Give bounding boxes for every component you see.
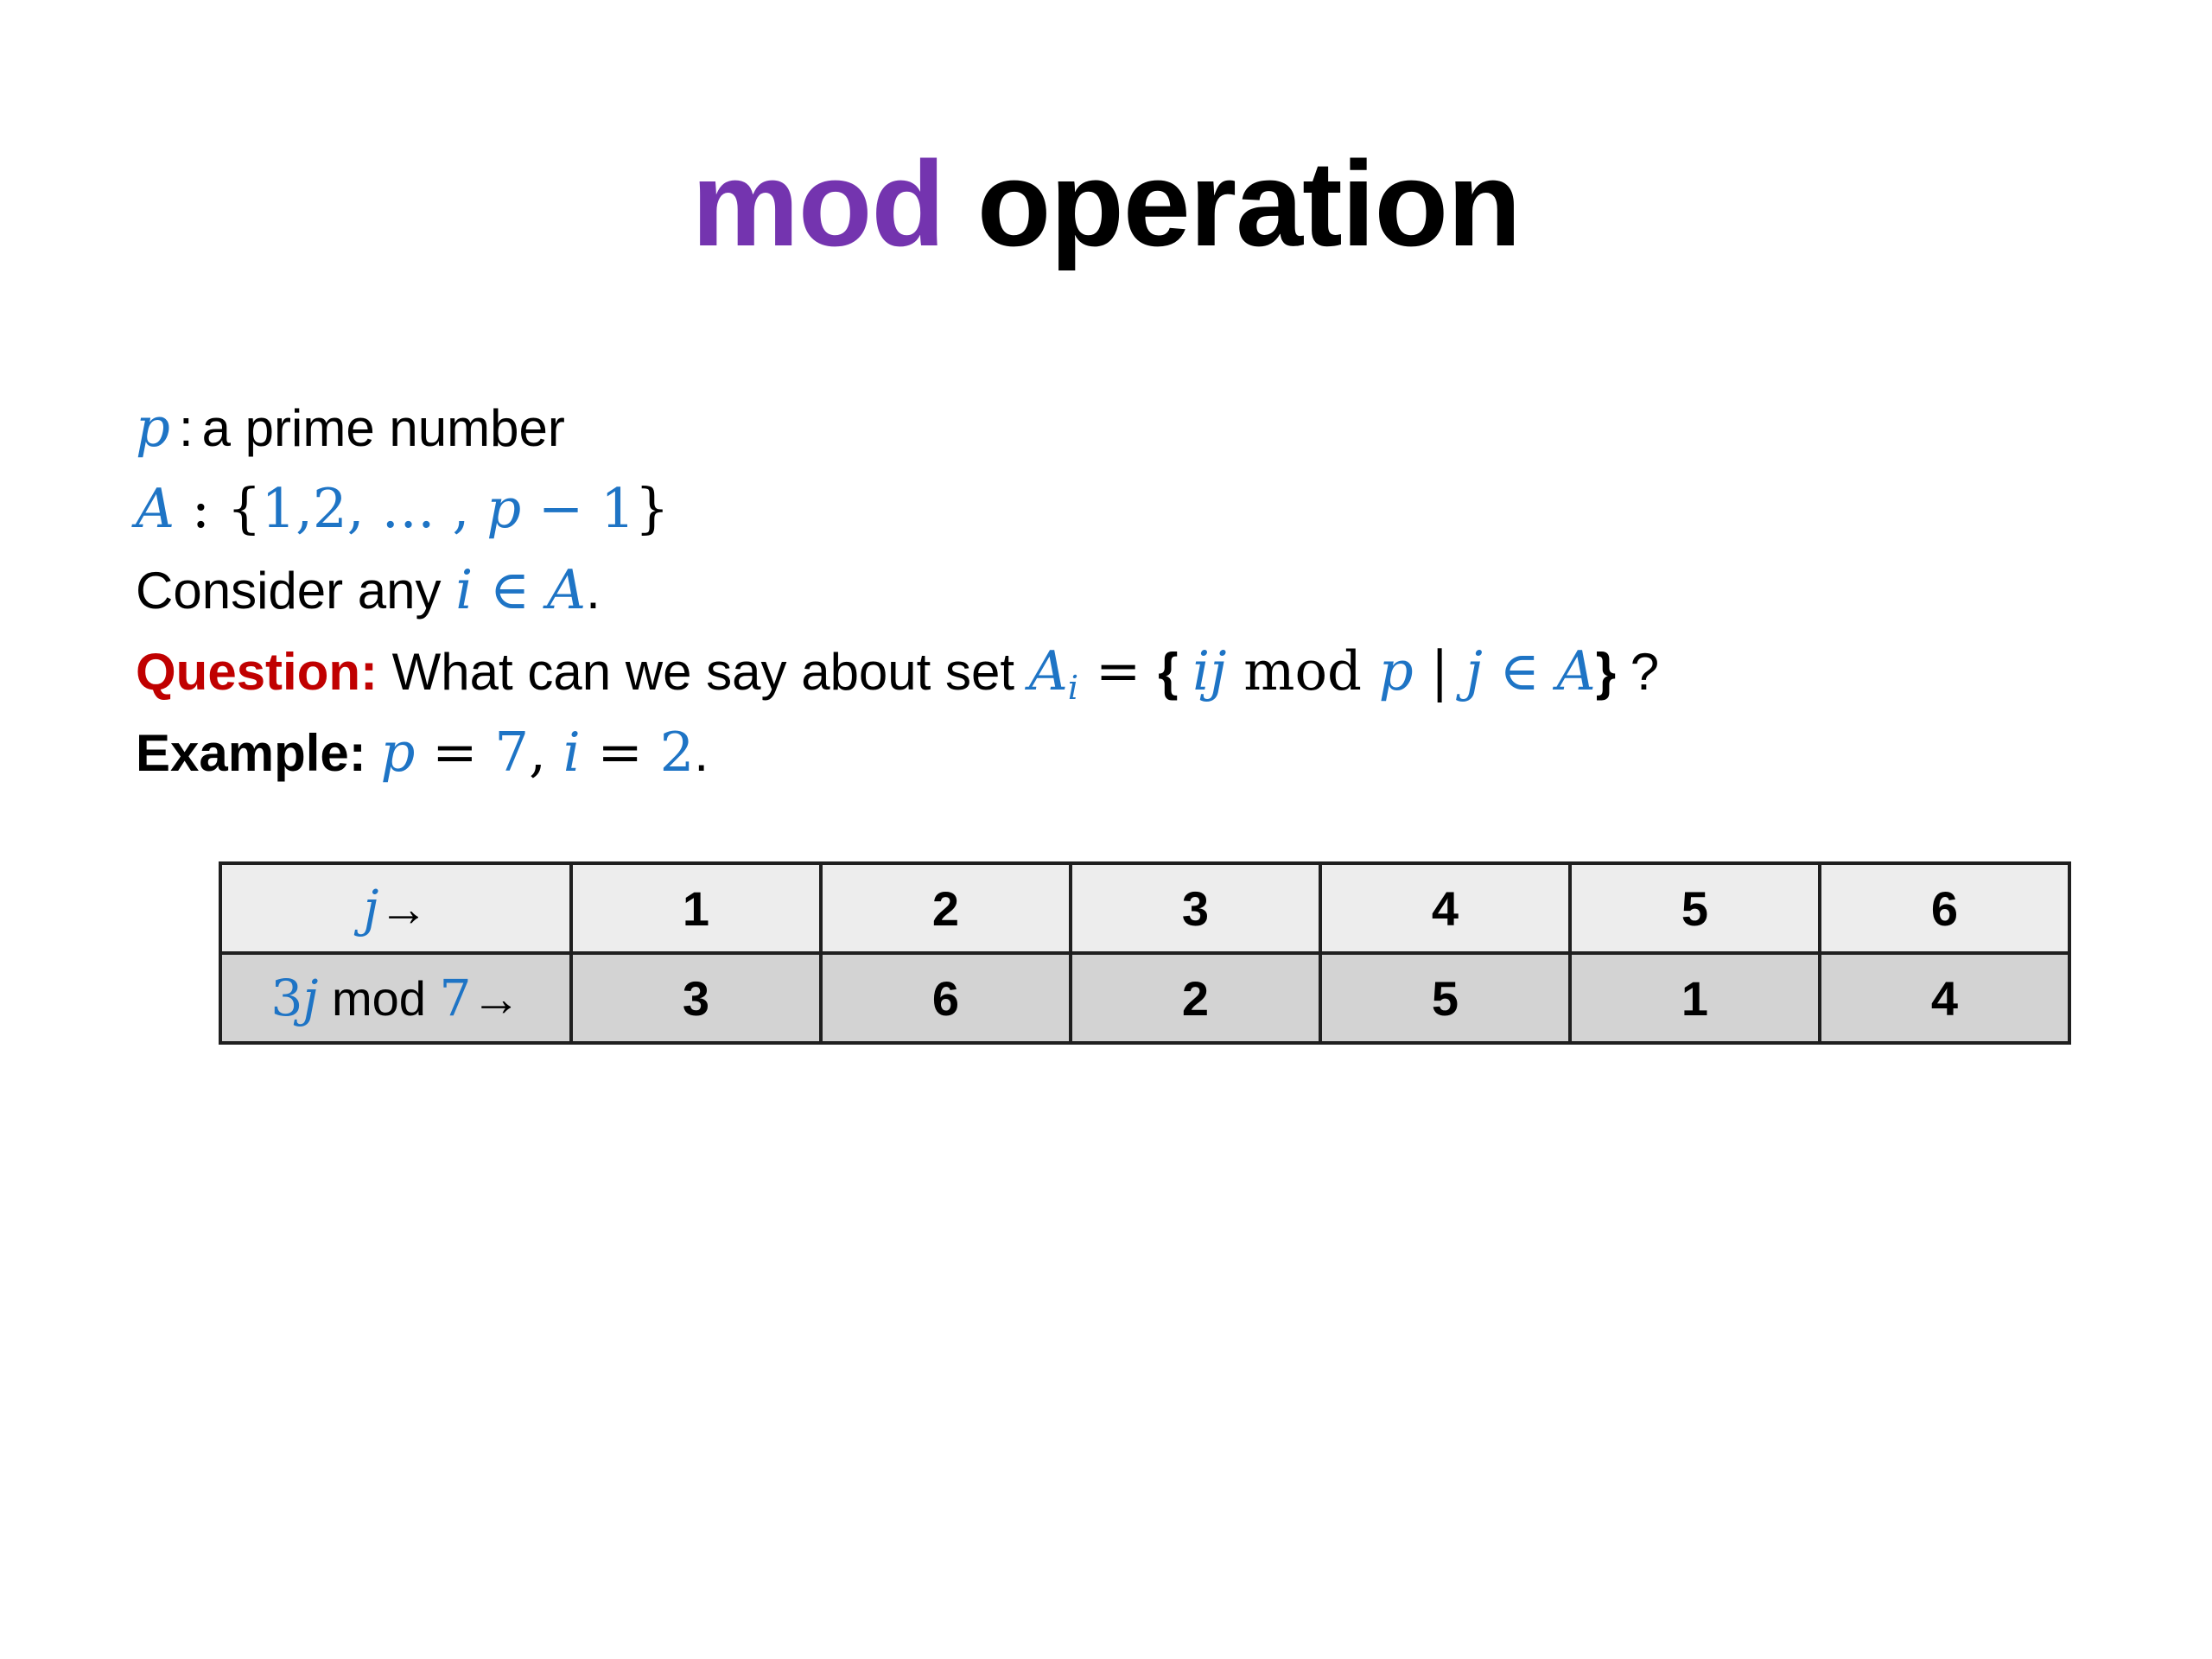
mod-operator: mod — [318, 971, 440, 1026]
header-cell-j5: 5 — [1568, 861, 1821, 955]
colon: : — [175, 477, 227, 540]
math-var-p: p — [486, 477, 522, 540]
line-example: Example: p = 7, i = 2. — [136, 712, 1659, 793]
element-of-symbol: ∈ — [1482, 639, 1557, 702]
math-var-i: i — [563, 721, 581, 784]
open-brace: { — [1158, 643, 1193, 701]
header-cell-j3: 3 — [1069, 861, 1322, 955]
body-text-block: p:a prime number A : {1,2, … , p − 1} Co… — [136, 387, 1659, 793]
prime-def-text: a prime number — [201, 399, 565, 457]
math-var-i: i — [455, 558, 474, 621]
math-var-A: A — [547, 558, 587, 621]
data-cell-2: 6 — [819, 951, 1072, 1045]
math-var-j: j — [302, 969, 319, 1027]
data-cell-1: 3 — [569, 951, 823, 1045]
equals: = — [415, 721, 495, 784]
mod-table: j→ 1 2 3 4 5 6 3j mod 7→ 3 6 2 5 1 4 — [219, 861, 2071, 1045]
header-cell-j4: 4 — [1319, 861, 1572, 955]
title-rest-word: operation — [944, 136, 1522, 271]
equals: = — [1078, 639, 1159, 702]
math-var-Ai-subscript: i — [1067, 668, 1079, 708]
title-accent-word: mod — [691, 136, 945, 271]
value-two: 2 — [659, 721, 695, 784]
close-brace: } — [1595, 643, 1617, 701]
right-arrow-icon: → — [378, 881, 429, 937]
slide-title: mod operation — [0, 128, 2212, 279]
line-prime-def: p:a prime number — [136, 387, 1659, 468]
question-text: What can we say about set — [378, 643, 1029, 701]
minus-one: − 1 — [521, 477, 635, 540]
colon: : — [178, 399, 194, 457]
right-arrow-icon: → — [471, 971, 521, 1027]
math-var-j: j — [363, 879, 379, 938]
period: . — [694, 724, 709, 782]
math-var-j: j — [1465, 639, 1483, 702]
line-consider: Consider any i ∈ A. — [136, 550, 1659, 631]
math-var-Ai-base: A — [1028, 639, 1068, 702]
data-cell-5: 1 — [1568, 951, 1821, 1045]
value-seven: 7 — [494, 721, 530, 784]
element-of-symbol: ∈ — [473, 558, 548, 621]
set-list: 1,2, … , — [261, 477, 487, 540]
math-var-A: A — [1556, 639, 1596, 702]
example-label: Example — [136, 724, 349, 782]
equals: = — [580, 721, 660, 784]
coefficient-three: 3 — [270, 969, 303, 1027]
table-data-row: 3j mod 7→ 3 6 2 5 1 4 — [219, 951, 2071, 1045]
data-cell-4: 5 — [1319, 951, 1572, 1045]
modulus-seven: 7 — [439, 969, 472, 1027]
header-label-cell: j→ — [219, 861, 573, 955]
open-brace: { — [226, 477, 262, 540]
such-that-bar: | — [1413, 639, 1466, 702]
data-cell-3: 2 — [1069, 951, 1322, 1045]
math-var-p: p — [380, 721, 416, 784]
header-cell-j2: 2 — [819, 861, 1072, 955]
math-var-A: A — [136, 477, 175, 540]
line-set-def: A : {1,2, … , p − 1} — [136, 468, 1659, 550]
colon: : — [348, 724, 381, 782]
question-label: Question: — [136, 643, 378, 701]
consider-text: Consider any — [136, 562, 456, 620]
data-cell-6: 4 — [1818, 951, 2071, 1045]
question-mark: ? — [1616, 643, 1660, 701]
header-cell-j1: 1 — [569, 861, 823, 955]
period: . — [586, 562, 601, 620]
comma: , — [529, 721, 563, 784]
math-var-ij: ij — [1192, 639, 1227, 702]
table-header-row: j→ 1 2 3 4 5 6 — [219, 861, 2071, 955]
close-brace: } — [634, 477, 670, 540]
math-var-p: p — [136, 396, 170, 459]
math-var-Ai: Ai — [1028, 639, 1078, 708]
math-var-p: p — [1378, 639, 1414, 702]
line-question: Question: What can we say about set Ai =… — [136, 631, 1659, 712]
mod-operator: mod — [1226, 639, 1379, 702]
header-cell-j6: 6 — [1818, 861, 2071, 955]
data-label-cell: 3j mod 7→ — [219, 951, 573, 1045]
